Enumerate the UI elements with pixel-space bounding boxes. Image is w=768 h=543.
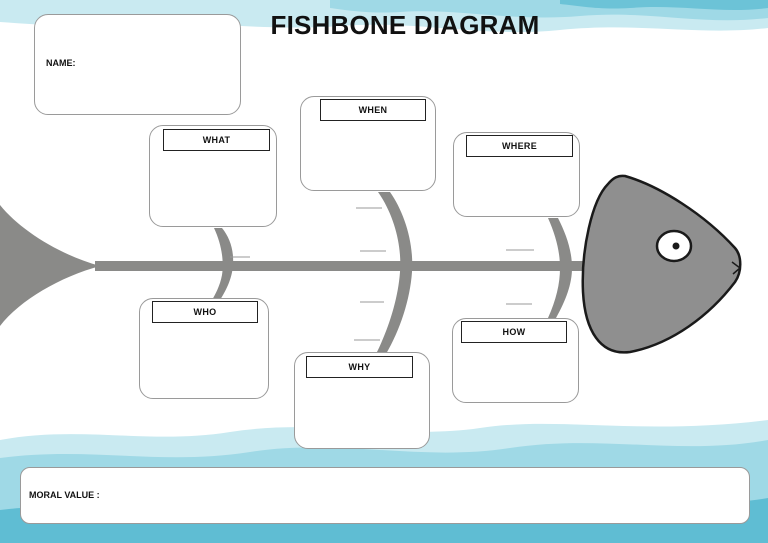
rib-middle — [376, 192, 412, 354]
fish-head — [583, 176, 740, 353]
when-label: WHEN — [320, 99, 426, 121]
moral-value-box[interactable] — [20, 467, 750, 524]
why-label: WHY — [306, 356, 413, 378]
what-label: WHAT — [163, 129, 270, 151]
where-label: WHERE — [466, 135, 573, 157]
who-label: WHO — [152, 301, 258, 323]
name-label: NAME: — [46, 58, 76, 68]
fish-pupil — [673, 243, 680, 250]
moral-value-label: MORAL VALUE : — [29, 490, 100, 500]
fish-tail — [0, 205, 100, 326]
fish-spine — [95, 261, 587, 271]
how-label: HOW — [461, 321, 567, 343]
